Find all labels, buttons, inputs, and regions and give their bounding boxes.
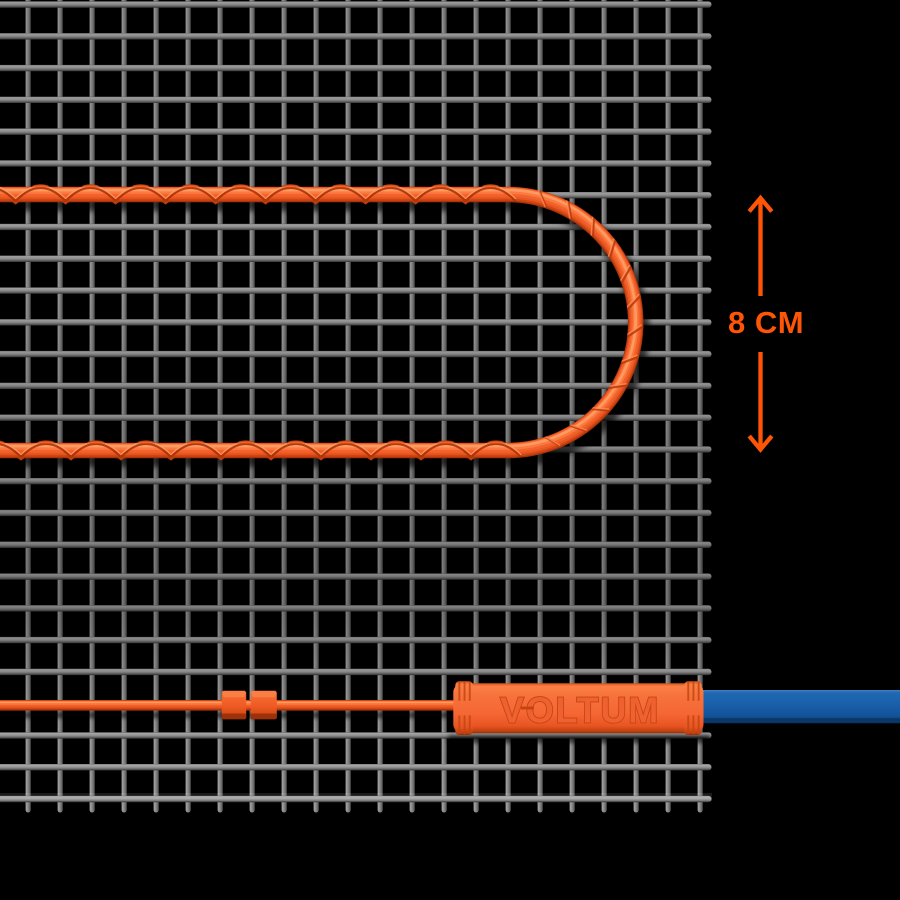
svg-text:8 CM: 8 CM [728,305,804,340]
svg-text:VOLTUM: VOLTUM [500,690,660,731]
